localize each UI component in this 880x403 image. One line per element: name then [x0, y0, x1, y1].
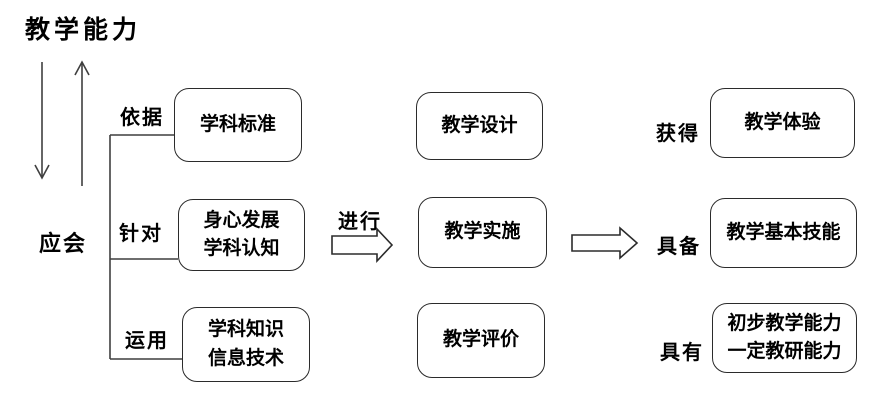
- box-subject-standard: 学科标准: [174, 88, 302, 162]
- diagram-title: 教学能力: [25, 17, 142, 44]
- row-label-juyou: 具有: [660, 342, 704, 364]
- box-text-line: 学科标准: [199, 113, 276, 135]
- box-text-line: 初步教学能力: [727, 312, 842, 334]
- box-text-line: 教学设计: [441, 114, 518, 136]
- box-teaching-evaluation: 教学评价: [417, 303, 545, 378]
- arrow-label-jinxing: 进行: [338, 211, 382, 233]
- box-basic-teaching-skills: 教学基本技能: [710, 198, 857, 268]
- down-arrow-icon: [34, 62, 50, 180]
- box-teaching-research-ability: 初步教学能力 一定教研能力: [712, 303, 857, 373]
- box-text-line: 教学体验: [744, 111, 821, 133]
- box-teaching-implementation: 教学实施: [418, 197, 547, 268]
- bracket-connector: [109, 134, 182, 360]
- box-text-line: 教学评价: [442, 329, 519, 351]
- row-label-jubei: 具备: [657, 236, 701, 258]
- box-text-line: 学科认知: [203, 238, 280, 259]
- box-text-line: 教学实施: [444, 221, 521, 243]
- branch-label-zhendui: 针对: [119, 223, 163, 245]
- box-text-line: 教学基本技能: [726, 221, 841, 243]
- box-text-line: 学科知识: [207, 319, 284, 340]
- row-label-huode: 获得: [656, 123, 700, 145]
- label-yinghui: 应会: [39, 231, 88, 256]
- up-arrow-icon: [74, 60, 90, 186]
- box-text-line: 身心发展: [203, 209, 280, 231]
- box-text-line: 一定教研能力: [727, 341, 842, 362]
- box-teaching-design: 教学设计: [416, 92, 543, 160]
- box-development-cognition: 身心发展 学科认知: [178, 199, 305, 271]
- box-teaching-experience: 教学体验: [710, 88, 855, 158]
- branch-label-yiju: 依据: [120, 107, 164, 129]
- flow-arrow-right-icon-1: [331, 226, 394, 264]
- box-text-line: 信息技术: [207, 347, 284, 369]
- branch-label-yunyong: 运用: [125, 330, 169, 352]
- flow-arrow-right-icon-2: [571, 226, 639, 260]
- box-knowledge-technology: 学科知识 信息技术: [182, 307, 310, 382]
